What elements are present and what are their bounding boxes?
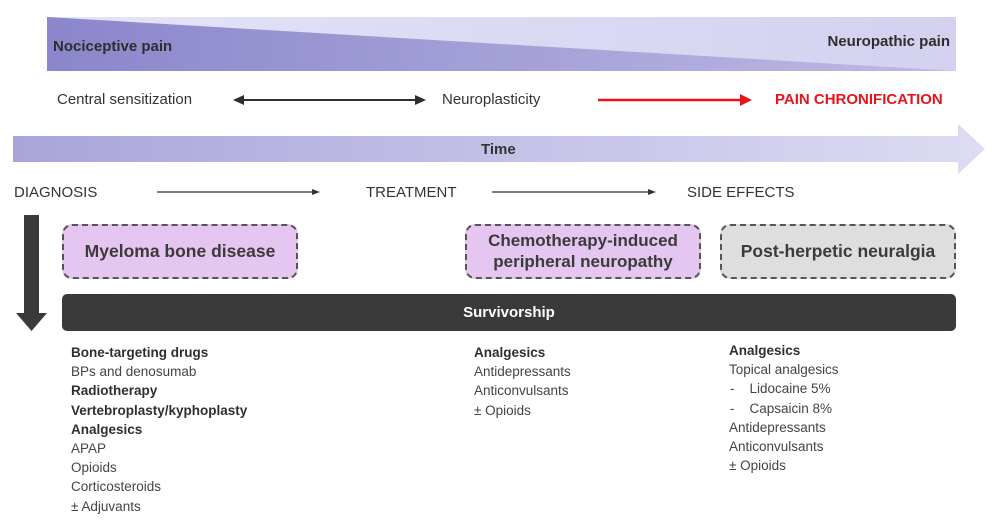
cipn-box: Chemotherapy-induced peripheral neuropat… [465, 224, 701, 279]
red-arrow [598, 94, 752, 106]
treatment-item: Antidepressants [729, 419, 826, 435]
treatment-item: Opioids [71, 460, 117, 476]
survivorship-label: Survivorship [463, 304, 555, 321]
treatment-item: Antidepressants [474, 364, 571, 380]
time-label: Time [481, 141, 516, 158]
myeloma-bone-disease-box: Myeloma bone disease [62, 224, 298, 279]
treatment-item: Topical analgesics [729, 362, 839, 378]
nociceptive-wedge [47, 17, 956, 71]
treatment-item: Anticonvulsants [729, 439, 824, 455]
treatment-item: Corticosteroids [71, 479, 162, 495]
diagnosis-treatments-column: Bone-targeting drugs BPs and denosumab R… [71, 343, 247, 516]
post-herpetic-neuralgia-box: Post-herpetic neuralgia [720, 224, 956, 279]
stage-diagnosis: DIAGNOSIS [14, 184, 98, 201]
time-arrow [13, 124, 985, 174]
treatment-treatments-column: Analgesics Antidepressants Anticonvulsan… [474, 343, 571, 420]
treatment-item: Radiotherapy [71, 383, 158, 399]
neuroplasticity-label: Neuroplasticity [442, 91, 541, 108]
treatment-item: Analgesics [474, 345, 546, 360]
neuropathic-pain-label: Neuropathic pain [827, 33, 950, 50]
side-effects-treatments-column: Analgesics Topical analgesics - Lidocain… [729, 341, 839, 475]
stage-arrows [157, 189, 656, 195]
treatment-item: - Lidocaine 5% [730, 381, 831, 397]
treatment-item: ± Opioids [729, 458, 786, 474]
treatment-item: - Capsaicin 8% [730, 400, 833, 416]
treatment-item: Vertebroplasty/kyphoplasty [71, 402, 248, 418]
central-sensitization-label: Central sensitization [57, 91, 193, 108]
treatment-item: ± Adjuvants [71, 498, 141, 514]
treatment-item: Analgesics [729, 343, 801, 358]
myeloma-bone-disease-text: Myeloma bone disease [84, 241, 276, 261]
treatment-item: BPs and denosumab [71, 364, 197, 380]
pain-chronification-label: PAIN CHRONIFICATION [775, 91, 943, 108]
treatment-item: Analgesics [71, 421, 143, 437]
pain-spectrum-wedge [47, 17, 956, 71]
treatment-item: Bone-targeting drugs [71, 345, 209, 360]
treatment-item: Anticonvulsants [474, 383, 569, 399]
treatment-item: APAP [71, 441, 107, 457]
nociceptive-pain-label: Nociceptive pain [53, 38, 173, 55]
double-arrow [233, 95, 426, 105]
down-arrow [16, 215, 47, 331]
post-herpetic-neuralgia-text: Post-herpetic neuralgia [740, 241, 936, 261]
survivorship-bar: Survivorship [62, 294, 956, 331]
stage-treatment: TREATMENT [366, 184, 457, 201]
cipn-text-line2: peripheral neuropathy [493, 251, 673, 271]
treatment-item: ± Opioids [474, 402, 531, 418]
stage-side-effects: SIDE EFFECTS [687, 184, 795, 201]
cipn-text-line1: Chemotherapy-induced [488, 231, 678, 251]
